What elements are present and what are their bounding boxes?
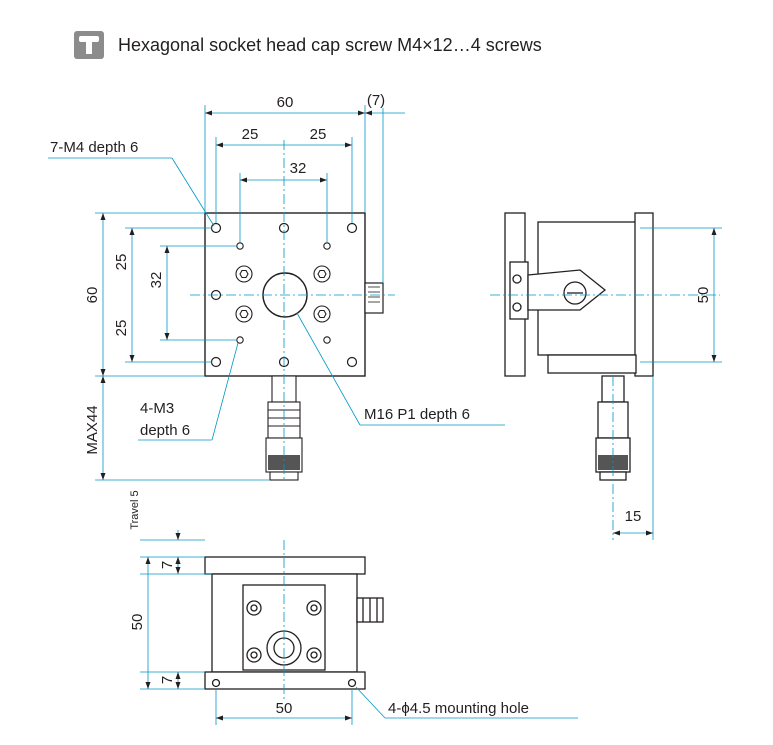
dim-front-bottom: 7	[159, 676, 176, 684]
label-m3-line2: depth 6	[140, 422, 190, 439]
label-m4-holes: 7-M4 depth 6	[50, 139, 138, 156]
lock-knob	[364, 282, 384, 314]
header: Hexagonal socket head cap screw M4×12…4 …	[74, 30, 542, 60]
m4-holes	[210, 222, 358, 368]
dim-top-v-inner: 32	[148, 272, 165, 289]
dim-top-offset: (7)	[367, 92, 385, 109]
front-view	[204, 556, 384, 690]
front-dimension-lines	[140, 530, 578, 725]
top-leaders	[48, 157, 505, 441]
dim-top-max: MAX44	[84, 405, 101, 454]
label-m16-hole: M16 P1 depth 6	[364, 406, 470, 423]
front-top-plate	[204, 556, 366, 575]
header-title: Hexagonal socket head cap screw M4×12…4 …	[118, 34, 542, 55]
dim-front-base: 50	[276, 700, 293, 717]
top-center-lines	[190, 140, 395, 480]
dim-top-v-upper: 25	[113, 254, 130, 271]
label-travel: Travel 5	[129, 490, 141, 529]
dim-top-width: 60	[277, 94, 294, 111]
dim-top-v-lower: 25	[113, 320, 130, 337]
dim-front-mid: 50	[129, 614, 146, 631]
top-view: 60 (7) 25 25 32 60 25 32 25 MAX44 7-M4 d…	[48, 92, 505, 481]
dim-top-pitch-left: 25	[242, 126, 259, 143]
hex-screws	[235, 265, 331, 323]
side-dimension-lines	[490, 227, 722, 540]
label-m3-line1: 4-M3	[140, 400, 174, 417]
dim-side-width: 15	[625, 508, 642, 525]
dim-top-height: 60	[84, 287, 101, 304]
dim-side-height: 50	[695, 287, 712, 304]
dim-top-inner: 32	[290, 160, 307, 177]
dim-top-pitch-right: 25	[310, 126, 327, 143]
front-base-plate	[204, 671, 366, 690]
screw-badge-icon	[74, 31, 104, 59]
label-mounting-hole: 4-ϕ4.5 mounting hole	[388, 700, 529, 717]
side-view	[504, 212, 654, 481]
top-dimension-lines	[95, 105, 405, 481]
dim-front-top: 7	[159, 561, 176, 569]
side-plate-right	[634, 212, 654, 377]
